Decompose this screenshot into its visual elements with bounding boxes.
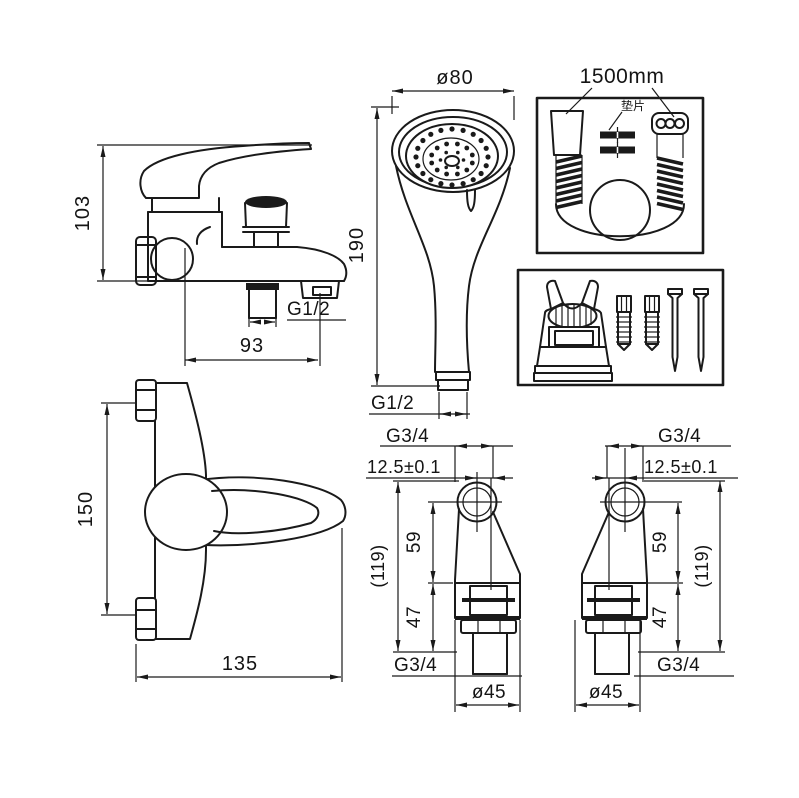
center-nozzle: [444, 155, 460, 167]
hand-shower-dimensions: [371, 88, 515, 387]
screw: [667, 288, 683, 372]
shower-handle: [395, 165, 511, 373]
ecc-right-body: [581, 448, 682, 675]
paddle-inner-line: [211, 489, 320, 535]
label-g12-shower: G1/2: [371, 393, 414, 414]
wall-anchor: [644, 295, 660, 351]
mixer-side-view: [97, 142, 348, 366]
shower-hose: [550, 110, 689, 241]
mixer-front-view: [101, 379, 347, 682]
shower-holder-bracket: [533, 279, 613, 382]
eccentric-connector-right: [574, 443, 738, 712]
ecc-left-dimensions: [366, 443, 522, 712]
ecc-right-offset: 12.5±0.1: [644, 457, 718, 477]
hand-shower-body: [369, 109, 515, 419]
hand-shower-view: [369, 88, 515, 419]
holder-prong-left: [546, 279, 564, 310]
ecc-left-d45: ø45: [472, 682, 506, 703]
mixer-handle-side: [139, 142, 312, 199]
dim-190: 190: [346, 227, 368, 263]
hose-coil-right: [656, 156, 684, 212]
dim-d80: ø80: [436, 67, 473, 89]
wall-anchors: [616, 295, 660, 351]
union-nut-circle: [150, 237, 194, 281]
ecc-right-hex: [585, 619, 642, 634]
ecc-left-g34-bottom: G3/4: [394, 655, 437, 676]
hose-nut-left: [550, 110, 584, 156]
kit-box-border2: [516, 268, 725, 387]
ecc-right-47: 47: [650, 606, 671, 628]
label-1500mm: 1500mm: [580, 65, 665, 88]
mixer-side-dimensions: [97, 144, 346, 366]
diverter-knob: [242, 196, 290, 248]
holder-knurl: [555, 304, 592, 328]
dim-135: 135: [222, 653, 258, 675]
mounting-kit-box: [516, 268, 725, 387]
wall-anchor: [616, 295, 632, 351]
mount-nut-top: [135, 379, 157, 422]
dimension-labels: 103 93 G1/2 ø80 190 G1/2 1500mm 垫片 150 1…: [72, 65, 718, 703]
holder-prong-right: [581, 279, 599, 310]
shower-outlet: [246, 283, 279, 319]
hose-coil-left: [555, 154, 583, 210]
mode-switch-tab: [466, 189, 476, 212]
hose-nut-right: [651, 112, 689, 135]
mount-nut-bottom: [135, 597, 157, 641]
screw: [693, 288, 709, 372]
inlet-nut: [135, 236, 157, 286]
tub-spout-end: [296, 246, 348, 282]
eccentric-connector-left: [366, 443, 522, 712]
spray-nozzles: [413, 126, 491, 188]
ecc-left-offset: 12.5±0.1: [367, 457, 441, 477]
ecc-right-119: (119): [692, 544, 712, 587]
mixer-body-front: [154, 382, 207, 640]
mixer-side-body: [135, 142, 348, 319]
dim-150: 150: [75, 491, 97, 527]
mounting-screws: [667, 288, 709, 372]
ecc-left-119: (119): [368, 544, 388, 587]
label-washer: 垫片: [621, 98, 645, 113]
hose-washers: [600, 111, 635, 158]
ecc-right-59: 59: [650, 531, 671, 553]
ecc-left-59: 59: [404, 531, 425, 553]
hose-loop: [555, 203, 685, 238]
ecc-left-hex: [460, 619, 517, 634]
ecc-right-d45: ø45: [589, 682, 623, 703]
kit-box-border: [535, 96, 705, 255]
hose-kit-box: [535, 87, 705, 255]
ecc-left-g34-top: G3/4: [386, 426, 429, 447]
dim-103: 103: [72, 195, 94, 231]
shower-handle-cap: [435, 371, 471, 391]
label-g12-side: G1/2: [287, 299, 330, 320]
dim-93: 93: [240, 335, 264, 357]
mixer-front-body: [135, 379, 347, 641]
ecc-right-g34-top: G3/4: [658, 426, 701, 447]
ecc-left-body: [428, 472, 521, 675]
ecc-right-dimensions: [574, 443, 738, 712]
ecc-right-g34-bottom: G3/4: [657, 655, 700, 676]
ecc-left-47: 47: [404, 606, 425, 628]
mixer-front-dimensions: [101, 402, 343, 682]
mixer-handle-paddle: [199, 476, 347, 547]
mixer-handle-knob: [144, 473, 228, 551]
tub-outlet: [300, 280, 340, 299]
